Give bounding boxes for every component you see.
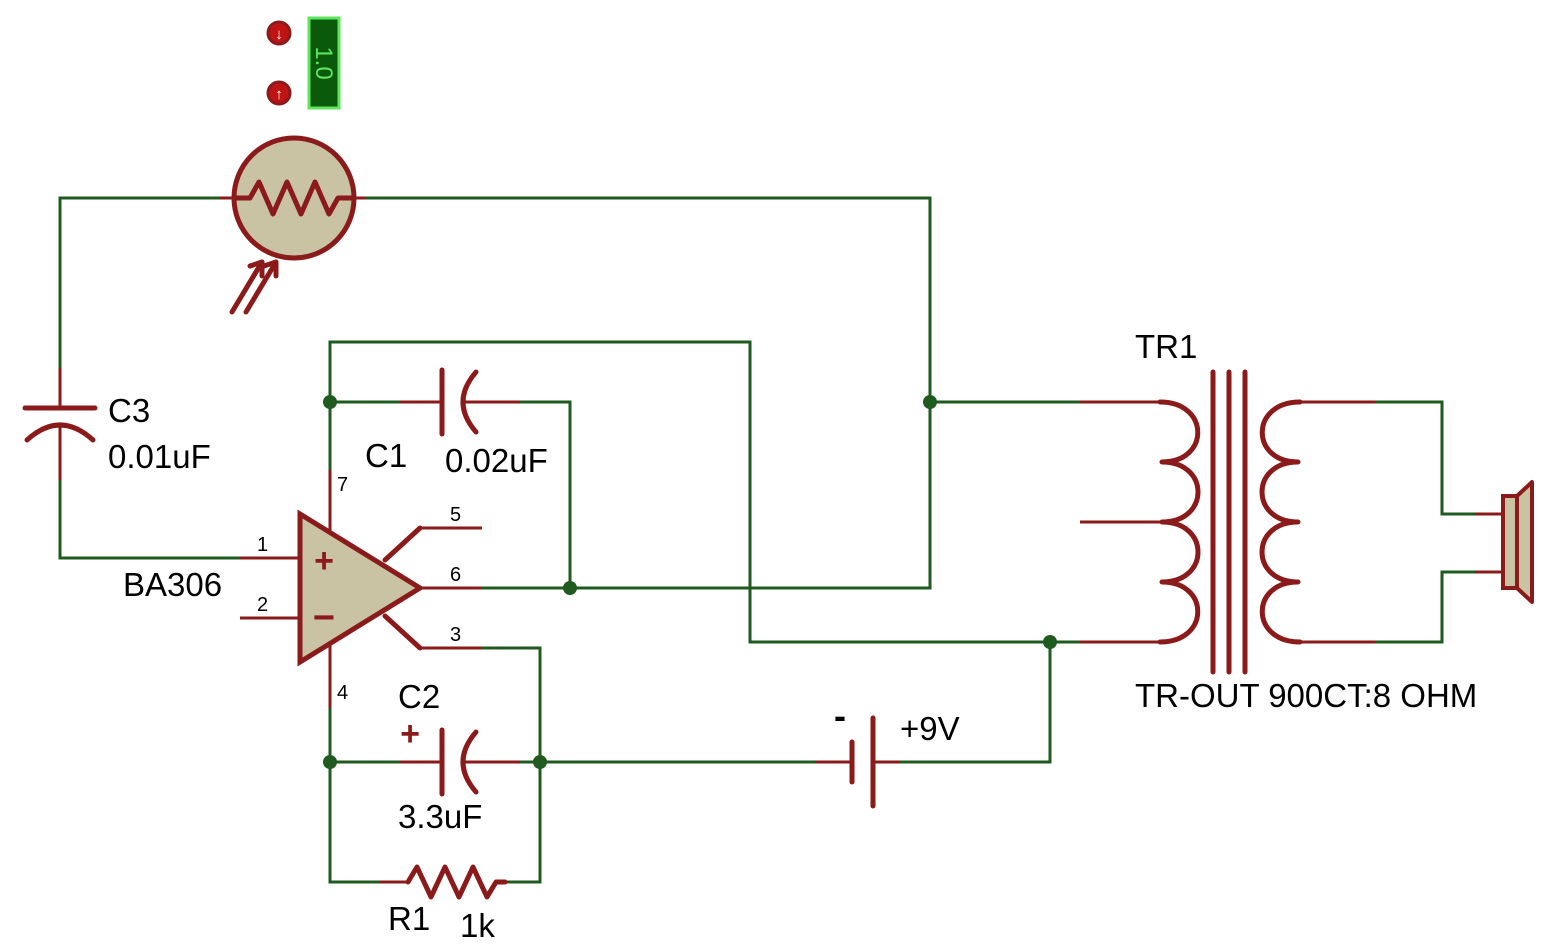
resistor-r1[interactable] [380,864,508,900]
c1-ref: C1 [365,437,407,474]
pin-label: 5 [450,504,461,526]
junction-dot [1043,635,1057,649]
pin-label: 7 [337,474,348,496]
junction-dot [323,395,337,409]
wire-ldr-right [363,196,932,590]
minus-icon: - [834,695,846,736]
battery[interactable] [815,715,900,809]
tr1-ref: TR1 [1135,328,1197,365]
ic-ba306[interactable] [240,470,482,708]
wires [58,196,1477,884]
ldr-terminal-dot [266,80,292,106]
battery-value: +9V [900,710,960,747]
wire-c3-to-pin1 [58,478,242,560]
c1-value: 0.02uF [445,442,548,479]
primary-coil-icon [1157,399,1201,645]
wire-pin3 [480,646,542,884]
wire-battery-right [898,640,1052,764]
r1-ref: R1 [388,900,430,937]
pin-label: 2 [257,594,268,616]
minus-icon: − [313,597,335,639]
wire-c1-right [518,400,572,590]
c2-ref: C2 [398,678,440,715]
plus-icon: + [314,542,334,580]
transformer-tr1[interactable] [1080,369,1375,675]
ldr[interactable] [220,135,365,315]
ldr-display: ↓ ↑ 1.0 [266,16,341,110]
light-level-display[interactable] [307,16,341,110]
junction-dot [323,755,337,769]
pin-label: 1 [257,534,268,556]
ldr-terminal-dot [266,20,292,46]
capacitor-c3[interactable] [22,368,98,480]
resistor-zigzag-icon [233,179,355,217]
wire-pin4 [328,706,382,884]
c3-value: 0.01uF [108,438,211,475]
junction-dot [563,581,577,595]
opamp-body [297,509,425,667]
ic-ref: BA306 [123,566,222,603]
c3-ref: C3 [108,392,150,429]
resistor-zigzag-icon [405,864,508,900]
tr1-value: TR-OUT 900CT:8 OHM [1135,677,1477,714]
capacitor-c1[interactable] [400,367,520,437]
plus-icon: + [400,715,420,753]
wire-top-loop [58,196,222,370]
r1-value: 1k [460,907,495,944]
pin-label: 3 [450,624,461,646]
junctions [323,395,1057,769]
secondary-coil-icon [1259,399,1303,645]
junction-dot [923,395,937,409]
pin-label: 4 [337,682,348,704]
down-arrow-icon: ↓ [275,26,283,43]
wire-pin7-loop [328,340,1082,644]
light-level-value: 1.0 [310,46,337,79]
speaker-icon[interactable] [1475,480,1534,604]
up-arrow-icon: ↑ [275,86,283,103]
wire-speaker-bottom [1373,570,1477,644]
c2-value: 3.3uF [398,798,482,835]
capacitor-c2[interactable] [400,727,520,797]
wire-speaker-top [1373,400,1477,516]
junction-dot [533,755,547,769]
pin-label: 6 [450,564,461,586]
